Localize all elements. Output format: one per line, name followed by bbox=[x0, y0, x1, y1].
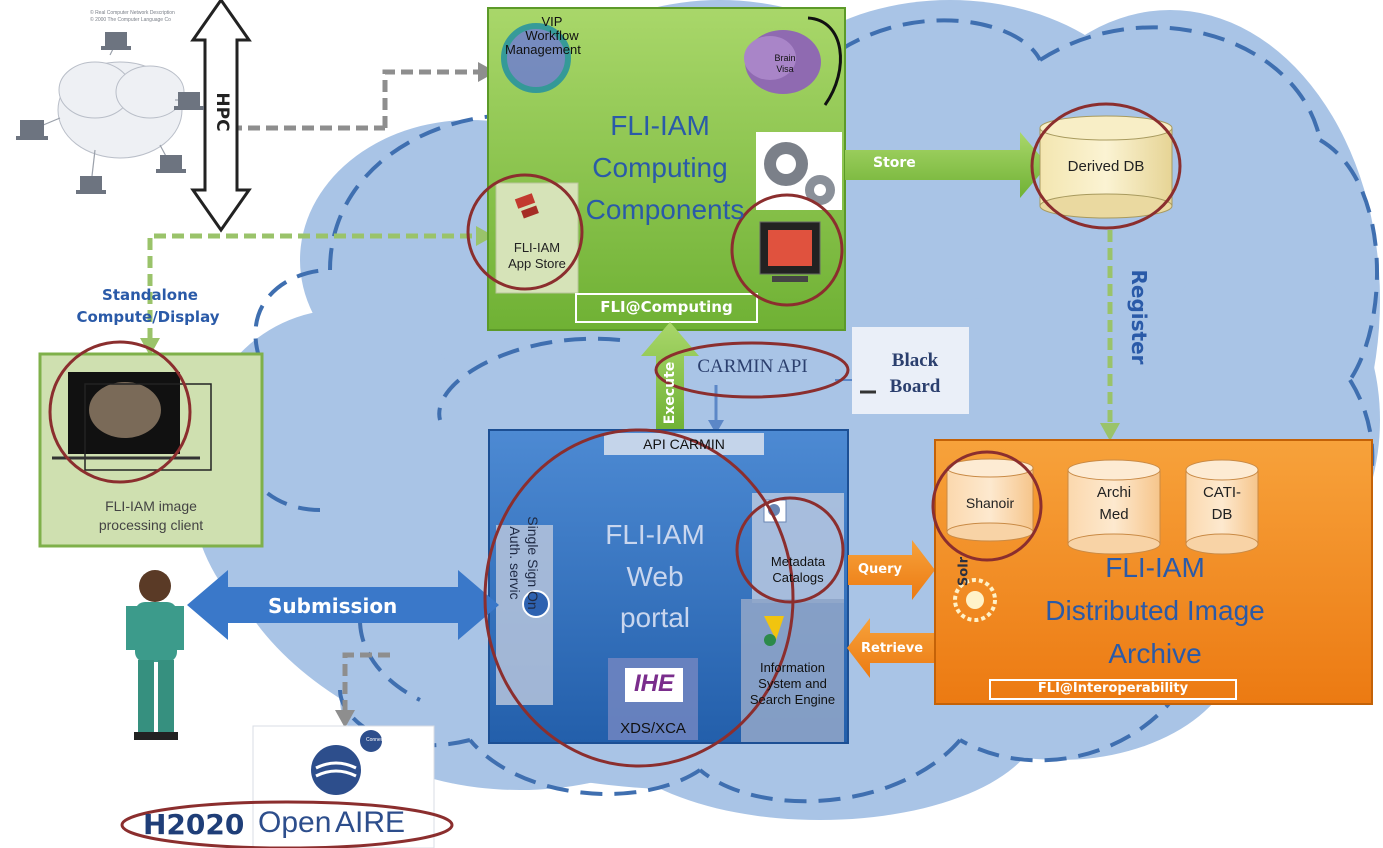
app-screen-icon bbox=[759, 221, 821, 282]
openaire-open-label: Open bbox=[258, 806, 332, 839]
info-line1: Information bbox=[759, 660, 826, 675]
openaire-h2020-label: H2020 bbox=[143, 808, 245, 841]
derived-db-cylinder bbox=[1039, 115, 1173, 219]
highlight-circles bbox=[48, 102, 1182, 848]
metadata-line2: Catalogs bbox=[772, 570, 824, 585]
arrowhead-to-openaire bbox=[335, 710, 355, 728]
arrowhead-to-archive bbox=[1100, 423, 1120, 441]
arrowhead-to-appstore bbox=[476, 226, 494, 246]
appstore-line1: FLI-IAM bbox=[513, 240, 561, 255]
store-arrow bbox=[845, 132, 1048, 198]
query-arrow bbox=[848, 540, 935, 600]
portal-api-bar-label: API CARMIN bbox=[643, 436, 725, 452]
search-engine-icon bbox=[764, 616, 784, 646]
openaire-aire-label: AIRE bbox=[335, 806, 406, 839]
archive-footer: FLI@Interoperability bbox=[1037, 681, 1189, 696]
archive-title-line3: Archive bbox=[1108, 638, 1202, 669]
info-line2: System and bbox=[758, 676, 827, 691]
openaire-logo bbox=[311, 730, 382, 795]
vip-line2: Workflow bbox=[525, 28, 579, 43]
vip-logo-ring bbox=[501, 23, 571, 93]
green-dashed-connectors bbox=[147, 230, 1113, 425]
execute-label: Execute bbox=[662, 361, 678, 425]
network-note-line2: © 2000 The Computer Language Co bbox=[90, 17, 171, 23]
sso-line2: Auth. servic bbox=[507, 526, 523, 600]
computing-title-line3: Components bbox=[585, 194, 745, 225]
brain-image bbox=[89, 382, 161, 438]
query-label: Query bbox=[858, 562, 903, 577]
portal-title-line3: portal bbox=[619, 602, 691, 633]
appstore-icon bbox=[514, 193, 539, 219]
solr-sun-icon bbox=[953, 578, 997, 622]
brainvisa-line1: Brain bbox=[774, 53, 796, 63]
solr-label: Solr bbox=[956, 556, 972, 587]
archimed-line2: Med bbox=[1099, 506, 1129, 523]
arrowhead-to-client bbox=[140, 338, 160, 356]
metadata-line1: Metadata bbox=[770, 554, 826, 569]
archive-title-line2: Distributed Image bbox=[1045, 595, 1265, 626]
blackboard-panel bbox=[852, 327, 969, 414]
sso-line1: Single Sign On bbox=[525, 516, 541, 610]
grey-dashed-connectors bbox=[230, 69, 478, 712]
retrieve-label: Retrieve bbox=[861, 641, 924, 656]
vip-line3: Management bbox=[505, 42, 581, 57]
info-line3: Search Engine bbox=[749, 692, 836, 707]
archive-title-line1: FLI-IAM bbox=[1105, 552, 1205, 583]
appstore-line2: App Store bbox=[508, 256, 566, 271]
brainvisa-line2: Visa bbox=[776, 64, 794, 74]
network-drawing bbox=[16, 32, 204, 194]
ihe-logo-box bbox=[625, 668, 683, 702]
standalone-line1: Standalone bbox=[102, 286, 198, 304]
vip-line1: VIP bbox=[541, 14, 563, 29]
network-note-line1: © Real Computer Network Description bbox=[90, 10, 175, 16]
carmin-api-label: CARMIN API bbox=[697, 356, 808, 377]
hpc-double-arrow bbox=[190, 0, 252, 233]
cati-line2: DB bbox=[1211, 506, 1233, 523]
standalone-line2: Compute/Display bbox=[76, 308, 220, 326]
lock-icon bbox=[522, 590, 550, 618]
portal-api-bar bbox=[604, 433, 764, 455]
ihe-logo-label: IHE bbox=[633, 670, 674, 697]
doctor-figure bbox=[126, 570, 184, 740]
submission-label: Submission bbox=[268, 594, 398, 618]
register-label: Register bbox=[1127, 269, 1151, 365]
computing-footer: FLI@Computing bbox=[600, 298, 733, 316]
computing-title-line2: Computing bbox=[592, 152, 728, 183]
xds-label: XDS/XCA bbox=[620, 720, 686, 737]
client-line2: processing client bbox=[98, 517, 204, 533]
shanoir-cylinder bbox=[946, 458, 1034, 542]
cati-line1: CATI- bbox=[1202, 484, 1242, 501]
blackboard-line2: Board bbox=[889, 376, 941, 397]
client-overlay-frame bbox=[84, 383, 212, 471]
portal-title-line1: FLI-IAM bbox=[605, 519, 705, 550]
computing-footer-box bbox=[575, 293, 758, 323]
submission-arrow bbox=[187, 570, 499, 640]
client-line1: FLI-IAM image bbox=[105, 498, 197, 514]
blackboard-line1: Black bbox=[891, 350, 939, 371]
archive-footer-box bbox=[989, 679, 1237, 700]
store-label: Store bbox=[873, 155, 916, 171]
archimed-cylinder bbox=[1067, 459, 1161, 555]
shanoir-label: Shanoir bbox=[965, 495, 1015, 511]
brainvisa-logo bbox=[744, 16, 842, 106]
retrieve-arrow bbox=[847, 618, 934, 678]
cati-db-cylinder bbox=[1185, 459, 1259, 555]
hpc-label: HPC bbox=[212, 92, 232, 132]
portal-title-line2: Web bbox=[626, 561, 684, 592]
derived-db-label: Derived DB bbox=[1067, 158, 1145, 175]
archimed-line1: Archi bbox=[1096, 484, 1132, 501]
openaire-connect-label: Connect bbox=[366, 737, 385, 743]
computing-title-line1: FLI-IAM bbox=[610, 110, 710, 141]
